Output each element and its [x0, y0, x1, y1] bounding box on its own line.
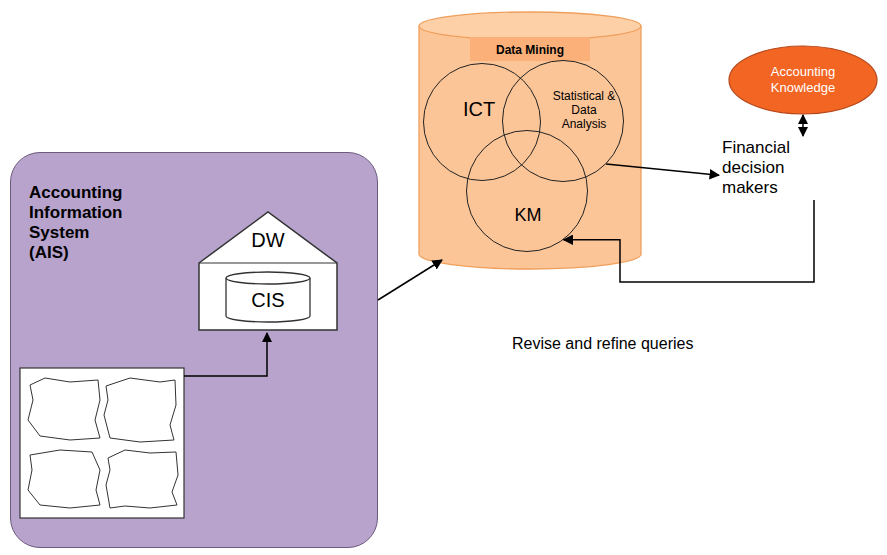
area-circle-text: KM — [503, 205, 553, 226]
flow-arrow — [802, 115, 804, 136]
warehouse-house-text: DW — [238, 229, 298, 252]
area-circle: ICT — [423, 63, 541, 181]
data-mining-cylinder: Data MiningICT Statistical & Data Analysi… — [418, 10, 642, 270]
system-panel-text: Accounting Information System (AIS) — [29, 183, 129, 263]
area-circle-text: ICT — [454, 98, 504, 121]
data-mining-cylinder-text: Data Mining — [470, 43, 590, 57]
flow-arrow — [378, 260, 442, 300]
records-box — [20, 368, 184, 518]
knowledge-ellipse-text: Accounting Knowledge — [758, 64, 848, 96]
note-label: Revise and refine queries — [512, 334, 693, 353]
area-circle: KM — [466, 130, 588, 252]
decision-makers: Financial decision makers — [722, 138, 822, 198]
warehouse-house: DW CIS — [198, 211, 338, 331]
record-blobs — [28, 378, 178, 508]
database-cylinder-text: CIS — [225, 289, 311, 312]
decision-makers-text: Financial decision makers — [722, 138, 822, 198]
area-circle: Statistical & Data Analysis — [502, 60, 624, 182]
area-circle-text: Statistical & Data Analysis — [550, 89, 618, 131]
database-cylinder: CIS — [225, 271, 311, 323]
knowledge-ellipse: Accounting Knowledge — [728, 45, 878, 115]
